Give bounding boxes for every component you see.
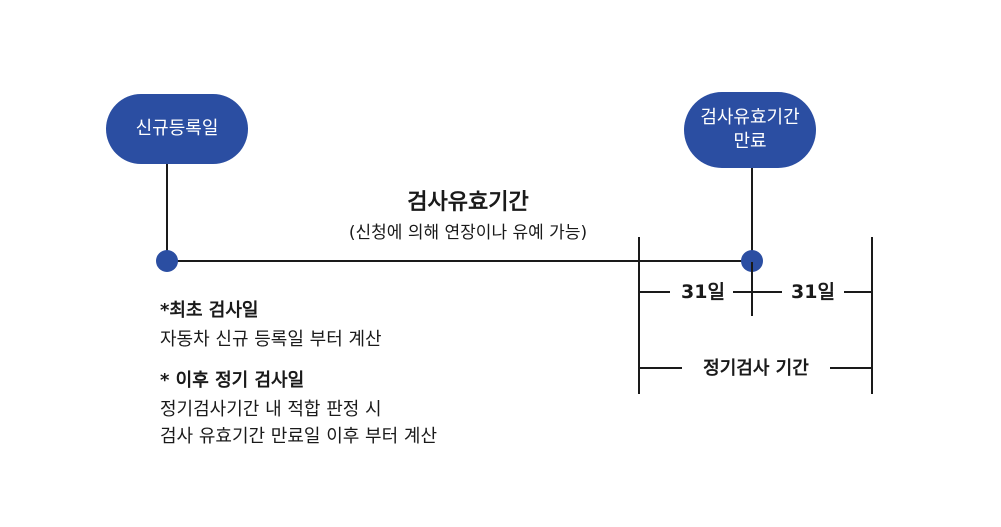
later-inspection-body-line2: 검사 유효기간 만료일 이후 부터 계산 — [160, 426, 438, 447]
interval-after-label: 31일 — [791, 281, 835, 303]
start-connector-line — [166, 164, 168, 260]
interval-after-line-right — [844, 291, 871, 293]
end-connector-line — [751, 168, 753, 260]
interval-before-line-left — [640, 291, 670, 293]
interval-center-tick — [751, 262, 753, 316]
first-inspection-body: 자동차 신규 등록일 부터 계산 — [160, 329, 382, 350]
period-title: 검사유효기간 — [407, 190, 529, 215]
first-inspection-title: *최초 검사일 — [160, 300, 259, 321]
period-subtitle: (신청에 의해 연장이나 유예 가능) — [348, 223, 588, 243]
regular-period-line-left — [640, 367, 682, 369]
start-node-registration-date: 신규등록일 — [106, 94, 248, 164]
interval-left-bar — [638, 237, 640, 394]
later-inspection-title: * 이후 정기 검사일 — [160, 370, 305, 391]
start-dot — [156, 250, 178, 272]
end-dot — [741, 250, 763, 272]
interval-before-label: 31일 — [681, 281, 725, 303]
timeline-main-line — [168, 260, 751, 262]
start-node-label: 신규등록일 — [135, 118, 219, 139]
end-node-validity-expiry: 검사유효기간 만료 — [684, 92, 816, 168]
interval-right-bar — [871, 237, 873, 394]
end-node-label-line2: 만료 — [733, 131, 767, 152]
interval-middle-line — [733, 291, 782, 293]
end-node-label-line1: 검사유효기간 — [700, 107, 800, 128]
regular-period-line-right — [830, 367, 871, 369]
later-inspection-body-line1: 정기검사기간 내 적합 판정 시 — [160, 399, 382, 420]
regular-period-label: 정기검사 기간 — [703, 358, 809, 379]
